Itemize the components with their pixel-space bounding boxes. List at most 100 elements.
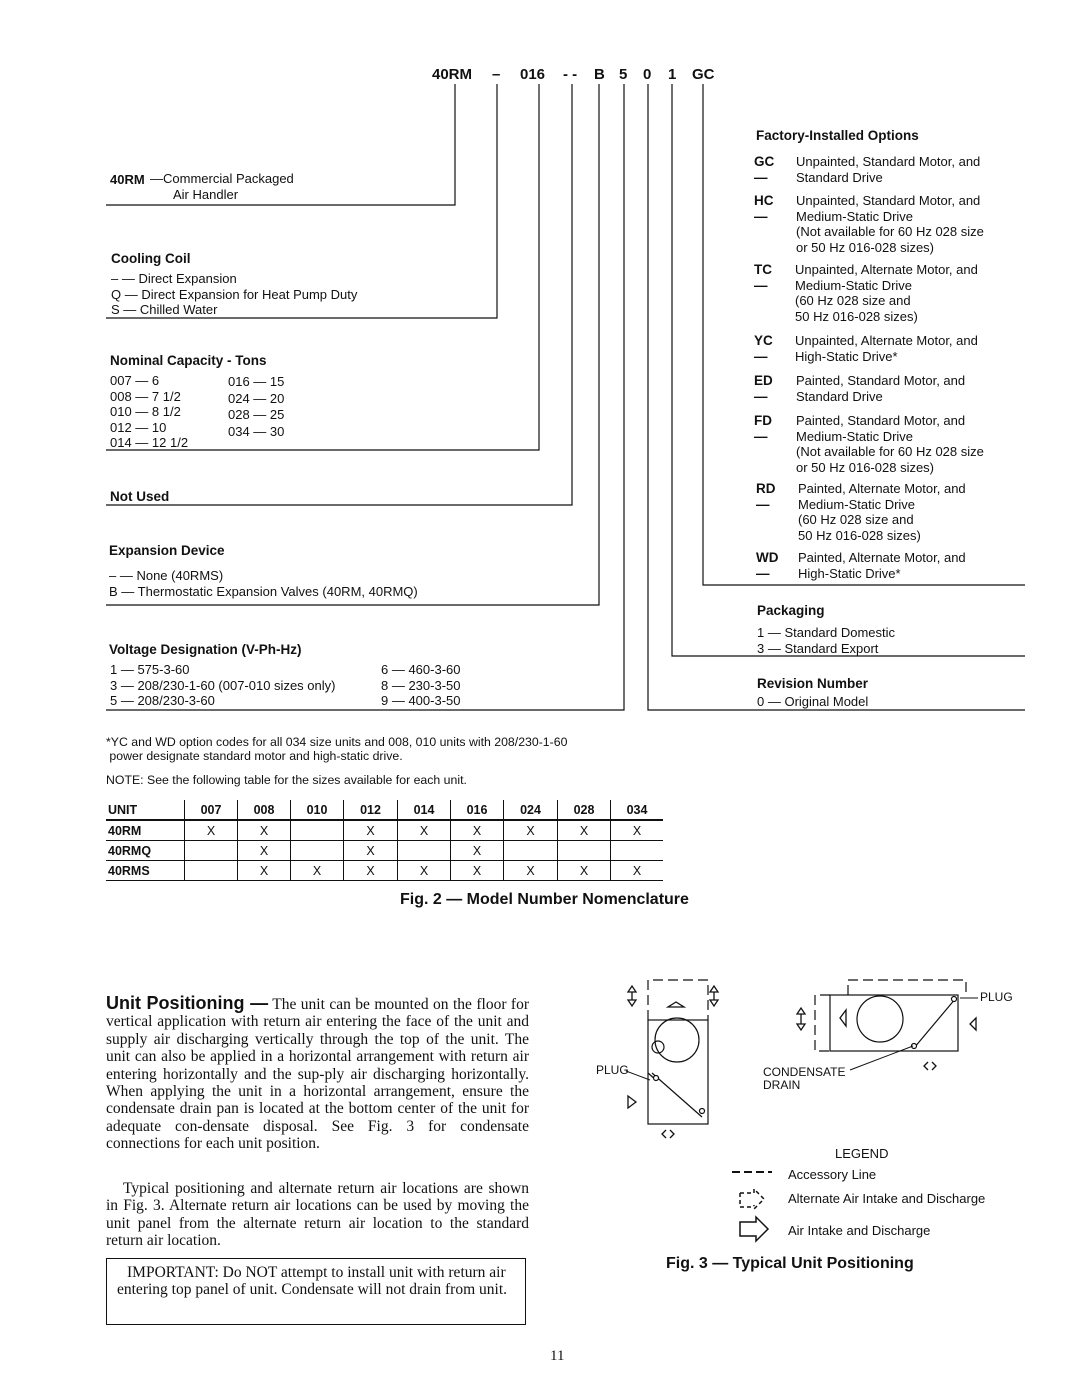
legend-item-air: Air Intake and Discharge <box>788 1223 931 1238</box>
important-box: IMPORTANT: Do NOT attempt to install uni… <box>106 1258 526 1325</box>
table-cell: 40RMQ <box>106 840 185 861</box>
option-desc: Painted, Alternate Motor, and Medium-Sta… <box>798 481 966 543</box>
vertical-accessory-line <box>647 979 709 1020</box>
alternate-air-arrow-icon <box>923 1061 937 1071</box>
unit-positioning-para2: Typical positioning and alternate return… <box>106 1180 529 1250</box>
table-header-cell: 010 <box>290 800 344 821</box>
table-cell: X <box>290 860 344 881</box>
option-desc: Painted, Standard Motor, and Standard Dr… <box>796 373 966 404</box>
table-cell: X <box>343 840 398 861</box>
fig2-caption: Fig. 2 — Model Number Nomenclature <box>400 891 689 908</box>
voltage-item: 1 — 575-3-60 <box>110 662 190 677</box>
capacity-item: 034 — 30 <box>228 423 285 439</box>
table-cell: X <box>237 820 291 841</box>
footnote: *YC and WD option codes for all 034 size… <box>106 735 568 763</box>
table-header-row: UNIT 007 008 010 012 014 016 024 028 034 <box>106 800 663 821</box>
capacity-item: 016 — 15 <box>228 374 285 389</box>
air-intake-legend-icon <box>739 1215 770 1243</box>
table-cell <box>290 820 344 841</box>
revision-title: Revision Number <box>757 676 869 691</box>
expansion-device-title: Expansion Device <box>109 543 225 558</box>
table-cell: X <box>450 860 504 881</box>
alternate-air-arrow-icon <box>795 1006 807 1032</box>
capacity-col-1: 007 — 6 008 — 7 1/2 010 — 8 1/2 012 — 10… <box>110 373 188 451</box>
voltage-item: 3 — 208/230-1-60 (007-010 sizes only) <box>110 677 336 693</box>
condensate-label-2: DRAIN <box>763 1078 801 1092</box>
table-cell <box>397 840 451 861</box>
table-cell: X <box>397 860 451 881</box>
table-cell: X <box>610 820 663 841</box>
base-unit-code: 40RM <box>110 172 145 187</box>
capacity-item: 028 — 25 <box>228 407 285 422</box>
plug-label-left: PLUG <box>596 1063 629 1077</box>
legend-title: LEGEND <box>835 1146 889 1161</box>
option-desc: Painted, Alternate Motor, and High-Stati… <box>798 550 966 581</box>
nominal-capacity-group: Nominal Capacity - Tons 007 — 6 008 — 7 … <box>110 353 410 453</box>
table-header-cell: 028 <box>557 800 611 821</box>
fig3-diagram <box>625 979 978 1243</box>
table-cell: X <box>237 840 291 861</box>
unit-positioning-heading: Unit Positioning — <box>106 993 269 1013</box>
capacity-item: 024 — 20 <box>228 390 285 406</box>
capacity-item: 010 — 8 1/2 <box>110 404 181 419</box>
packaging-item: 1 — Standard Domestic <box>757 625 896 640</box>
air-intake-arrow-icon <box>839 1008 847 1028</box>
packaging-title: Packaging <box>757 603 825 618</box>
voltage-group: Voltage Designation (V-Ph-Hz) 1 — 575-3-… <box>109 642 509 712</box>
voltage-title: Voltage Designation (V-Ph-Hz) <box>109 642 302 657</box>
table-cell <box>503 840 558 861</box>
option-code: ED — <box>754 373 773 404</box>
table-cell <box>184 840 238 861</box>
table-cell: 40RM <box>106 820 185 841</box>
horizontal-coil <box>913 997 957 1049</box>
cooling-coil-title: Cooling Coil <box>111 251 191 266</box>
option-code: GC — <box>754 154 775 185</box>
option-code: FD — <box>754 413 772 444</box>
air-intake-arrow-icon <box>665 1001 687 1008</box>
legend-item-accessory: Accessory Line <box>788 1167 877 1182</box>
unit-positioning-text-1: The unit can be mounted on the floor for… <box>106 996 529 1153</box>
base-unit-desc-2: Air Handler <box>173 187 239 202</box>
horizontal-unit-body <box>829 994 959 1052</box>
table-cell <box>290 840 344 861</box>
vertical-fan-icon <box>654 1017 700 1063</box>
vertical-coil <box>651 1072 703 1118</box>
expansion-item: – — None (40RMS) <box>109 568 224 583</box>
model-part-not-used: - - <box>563 66 578 83</box>
capacity-col-2: 016 — 15 024 — 20 028 — 25 034 — 30 <box>228 374 284 440</box>
table-header-cell: 034 <box>610 800 663 821</box>
voltage-col-2: 6 — 460-3-60 8 — 230-3-50 9 — 400-3-50 <box>381 662 461 709</box>
unit-availability-table: UNIT 007 008 010 012 014 016 024 028 034… <box>106 800 663 881</box>
table-note: NOTE: See the following table for the si… <box>106 773 467 787</box>
table-header-cell: 014 <box>397 800 451 821</box>
table-cell: X <box>557 820 611 841</box>
revision-item: 0 — Original Model <box>757 694 869 709</box>
option-code: WD — <box>756 550 779 581</box>
cooling-coil-item: Q — Direct Expansion for Heat Pump Duty <box>111 286 358 302</box>
model-part-base: 40RM <box>432 66 473 83</box>
option-desc: Painted, Standard Motor, and Medium-Stat… <box>796 413 984 475</box>
option-code: HC — <box>754 193 774 224</box>
factory-options-title: Factory-Installed Options <box>756 128 919 143</box>
air-arrows <box>626 984 977 1139</box>
alternate-air-arrow-icon <box>708 984 720 1008</box>
cooling-coil-group: Cooling Coil – — Direct Expansion Q — Di… <box>111 251 357 318</box>
table-row: 40RM X X X X X X X X <box>106 820 663 841</box>
table-header-cell: 016 <box>450 800 504 821</box>
page-number: 11 <box>550 1348 565 1364</box>
vertical-plug-circle <box>651 1040 665 1054</box>
table-cell: X <box>450 820 504 841</box>
legend-item-alternate: Alternate Air Intake and Discharge <box>788 1191 986 1206</box>
table-cell: X <box>503 860 558 881</box>
plug-label-right: PLUG <box>980 990 1013 1004</box>
revision-group: Revision Number 0 — Original Model <box>757 676 868 710</box>
table-row: 40RMQ X X X <box>106 840 663 861</box>
cooling-coil-item: – — Direct Expansion <box>111 271 237 286</box>
model-part-coil: – <box>492 66 501 83</box>
model-part-expansion: B <box>594 66 605 83</box>
capacity-item: 008 — 7 1/2 <box>110 388 181 404</box>
voltage-item: 5 — 208/230-3-60 <box>110 693 215 708</box>
air-intake-arrow-icon <box>969 1016 977 1032</box>
table-cell <box>610 840 663 861</box>
